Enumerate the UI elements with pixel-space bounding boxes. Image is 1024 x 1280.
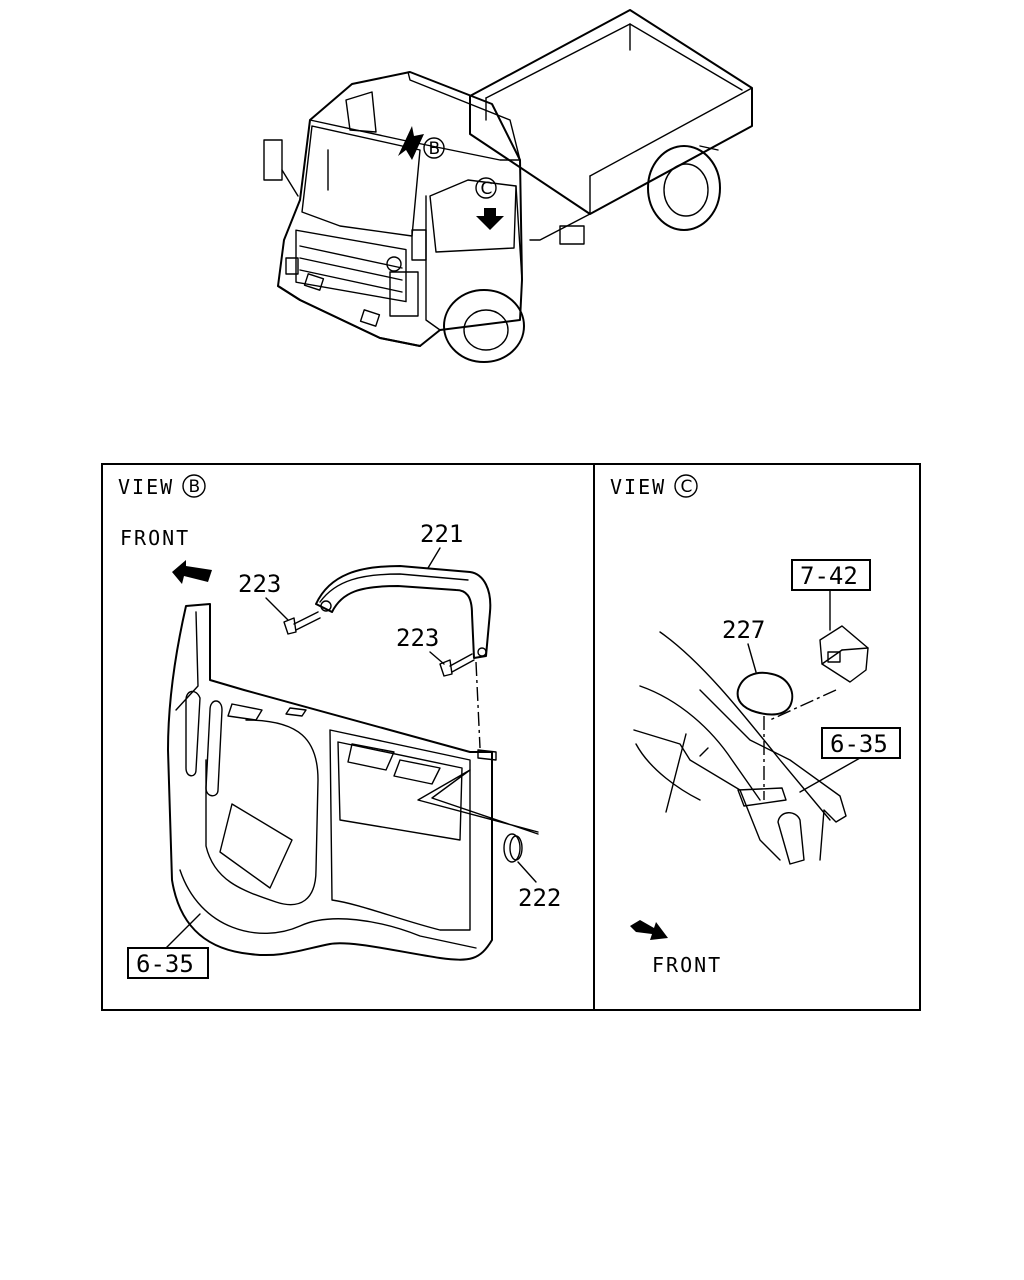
view-c-marker: C xyxy=(475,177,497,199)
cab-structure xyxy=(633,631,847,865)
bolt-223-b xyxy=(439,653,475,677)
cap-227 xyxy=(736,671,794,716)
svg-text:B: B xyxy=(189,477,201,497)
view-b-panel: VIEW B FRONT 221 223 223 xyxy=(118,474,561,979)
detail-frame xyxy=(101,463,921,1011)
leader-222 xyxy=(417,769,539,835)
part-label-223-b: 223 xyxy=(396,624,439,652)
svg-text:C: C xyxy=(681,477,693,497)
roof-panel xyxy=(167,603,497,961)
svg-text:6-35: 6-35 xyxy=(136,950,194,978)
view-c-front-label: FRONT xyxy=(652,953,722,977)
part-label-227: 227 xyxy=(722,616,765,644)
view-b-front-arrow xyxy=(172,560,212,584)
switch-unit xyxy=(819,625,869,683)
ref-box-6-35-b: 6-35 xyxy=(127,947,209,979)
bolt-223-a xyxy=(283,611,321,635)
ref-box-6-35-c: 6-35 xyxy=(821,727,901,759)
view-c-marker-letter: C xyxy=(481,179,493,199)
view-c-title: VIEW xyxy=(610,475,666,499)
view-c-front-arrow xyxy=(630,920,668,940)
view-b-marker-letter: B xyxy=(429,139,441,159)
grab-handle-221 xyxy=(315,565,492,659)
view-b-front-label: FRONT xyxy=(120,526,190,550)
view-c-arrow xyxy=(476,208,504,230)
part-label-223-a: 223 xyxy=(238,570,281,598)
part-label-222: 222 xyxy=(518,884,561,912)
view-c-title-marker: C xyxy=(674,474,698,498)
clip-222 xyxy=(503,833,523,863)
view-b-marker: B xyxy=(423,137,445,159)
svg-text:7-42: 7-42 xyxy=(800,562,858,590)
view-b-arrow xyxy=(398,126,424,160)
view-b-title-marker: B xyxy=(182,474,206,498)
part-label-221: 221 xyxy=(420,520,463,548)
svg-text:6-35: 6-35 xyxy=(830,730,888,758)
cab xyxy=(263,71,525,363)
ref-box-7-42: 7-42 xyxy=(791,559,871,591)
view-c-panel: VIEW C 7-42 227 6-35 xyxy=(610,474,901,977)
view-b-title: VIEW xyxy=(118,475,174,499)
truck-illustration: B C xyxy=(263,9,753,363)
cargo-bed xyxy=(469,9,753,245)
